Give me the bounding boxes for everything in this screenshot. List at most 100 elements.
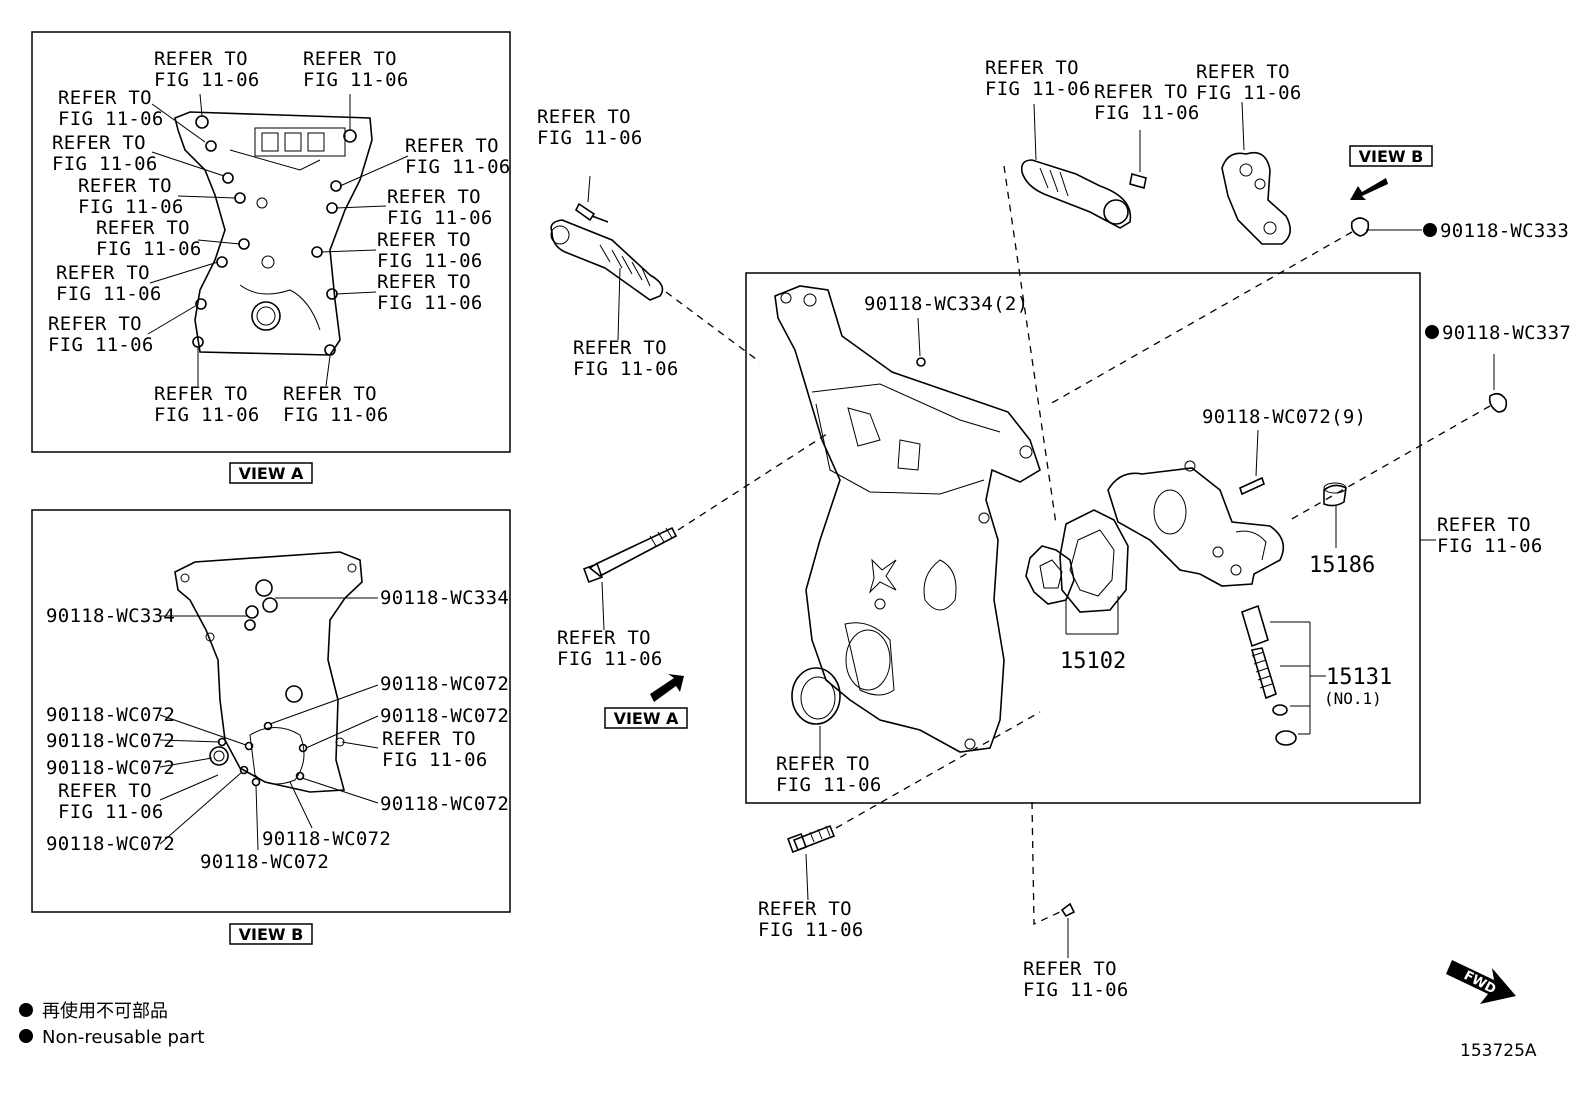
callout-fig: FIG 11-06 (557, 648, 663, 670)
fwd-arrow-icon: FWD (1446, 960, 1516, 1004)
callout-refer: REFER TO (1094, 81, 1188, 103)
callout-refer: REFER TO (537, 106, 631, 128)
view-a-cover-drawing (174, 111, 373, 356)
long-bolt (583, 526, 678, 583)
callout-refer: REFER TO (377, 271, 471, 293)
callout-fig: FIG 11-06 (377, 250, 483, 272)
leader (617, 267, 621, 341)
view-a-tag: VIEW A (229, 462, 313, 484)
callout-15131-sub: (NO.1) (1324, 689, 1382, 708)
view-b-frame (31, 509, 511, 913)
assembly-line (665, 291, 761, 363)
callout-refer: REFER TO (78, 175, 172, 197)
callout-fig: FIG 11-06 (48, 334, 154, 356)
callout-90118-wc072: 90118-WC072 (262, 828, 391, 850)
callout-15102: 15102 (1060, 649, 1126, 674)
callout-90118-wc337: 90118-WC337 (1442, 322, 1571, 344)
assembly-line (1049, 231, 1353, 405)
callout-refer: REFER TO (58, 780, 152, 802)
callout-fig: FIG 11-06 (1196, 82, 1302, 104)
callout-fig: FIG 11-06 (1094, 102, 1200, 124)
callout-fig: FIG 11-06 (58, 108, 164, 130)
gasket (1221, 151, 1291, 245)
callout-90118-wc072-qty: 90118-WC072(9) (1202, 406, 1366, 428)
callout-refer: REFER TO (382, 728, 476, 750)
view-b-arrow-icon (1350, 178, 1388, 200)
callout-fig: FIG 11-06 (154, 69, 260, 91)
callout-fig: FIG 11-06 (387, 207, 493, 229)
callout-90118-wc333: 90118-WC333 (1440, 220, 1569, 242)
callout-90118-wc334: 90118-WC334 (380, 587, 509, 609)
callout-refer: REFER TO (1023, 958, 1117, 980)
callout-refer: REFER TO (557, 627, 651, 649)
svg-text:VIEW B: VIEW B (1359, 147, 1424, 166)
callout-refer: REFER TO (405, 135, 499, 157)
callout-refer: REFER TO (1196, 61, 1290, 83)
o-ring (1488, 392, 1508, 413)
svg-text:FWD: FWD (1461, 968, 1498, 997)
callout-15131: 15131 (1326, 665, 1392, 690)
non-reusable-marker-icon (1425, 325, 1439, 339)
callout-90118-wc072: 90118-WC072 (380, 705, 509, 727)
leader (917, 317, 921, 357)
callout-90118-wc072: 90118-WC072 (46, 730, 175, 752)
legend-jp: 再使用不可部品 (42, 1001, 168, 1022)
bolt-bottom (787, 824, 836, 853)
leader (601, 581, 605, 631)
callout-fig: FIG 11-06 (758, 919, 864, 941)
callout-fig: FIG 11-06 (573, 358, 679, 380)
oil-control-valve-right (1020, 159, 1147, 229)
non-reusable-marker-icon (19, 1003, 33, 1017)
assembly-line (835, 711, 1041, 829)
callout-fig: FIG 11-06 (1437, 535, 1543, 557)
assembly-line (1031, 801, 1061, 926)
view-b-arrow-tag: VIEW B (1349, 145, 1433, 167)
non-reusable-marker-icon (1423, 223, 1437, 237)
assembly-line (677, 431, 831, 531)
assembly-line (1003, 165, 1057, 525)
callout-fig: FIG 11-06 (78, 196, 184, 218)
callout-refer: REFER TO (377, 229, 471, 251)
callout-refer: REFER TO (48, 313, 142, 335)
bolt (1239, 476, 1265, 496)
view-b-cover-drawing (174, 551, 363, 793)
callout-fig: FIG 11-06 (283, 404, 389, 426)
callout-refer: REFER TO (758, 898, 852, 920)
callout-90118-wc072: 90118-WC072 (46, 757, 175, 779)
oil-pump-cover (1107, 460, 1285, 587)
view-b-tag: VIEW B (229, 923, 313, 945)
bushing (1323, 482, 1347, 507)
callout-fig: FIG 11-06 (96, 238, 202, 260)
callout-fig: FIG 11-06 (537, 127, 643, 149)
callout-refer: REFER TO (58, 87, 152, 109)
callout-90118-wc072: 90118-WC072 (200, 851, 329, 873)
oil-seal (791, 667, 841, 725)
callout-refer: REFER TO (154, 48, 248, 70)
callout-90118-wc072: 90118-WC072 (46, 704, 175, 726)
callout-fig: FIG 11-06 (382, 749, 488, 771)
callout-refer: REFER TO (283, 383, 377, 405)
legend: 再使用不可部品 Non-reusable part (19, 1001, 204, 1048)
callout-fig: FIG 11-06 (405, 156, 511, 178)
callout-fig: FIG 11-06 (52, 153, 158, 175)
callout-fig: FIG 11-06 (58, 801, 164, 823)
callout-refer: REFER TO (56, 262, 150, 284)
callout-refer: REFER TO (776, 753, 870, 775)
leader (1255, 429, 1259, 477)
callout-90118-wc072: 90118-WC072 (380, 793, 509, 815)
callout-refer: REFER TO (1437, 514, 1531, 536)
main-assembly-frame (745, 272, 1421, 804)
callout-refer: REFER TO (96, 217, 190, 239)
callout-refer: REFER TO (387, 186, 481, 208)
callout-refer: REFER TO (154, 383, 248, 405)
callout-90118-wc072: 90118-WC072 (380, 673, 509, 695)
view-a-frame (31, 31, 511, 453)
callout-90118-wc334: 90118-WC334 (46, 605, 175, 627)
callout-refer: REFER TO (573, 337, 667, 359)
callout-fig: FIG 11-06 (56, 283, 162, 305)
timing-chain-cover (774, 285, 1041, 753)
leader (1241, 101, 1245, 151)
